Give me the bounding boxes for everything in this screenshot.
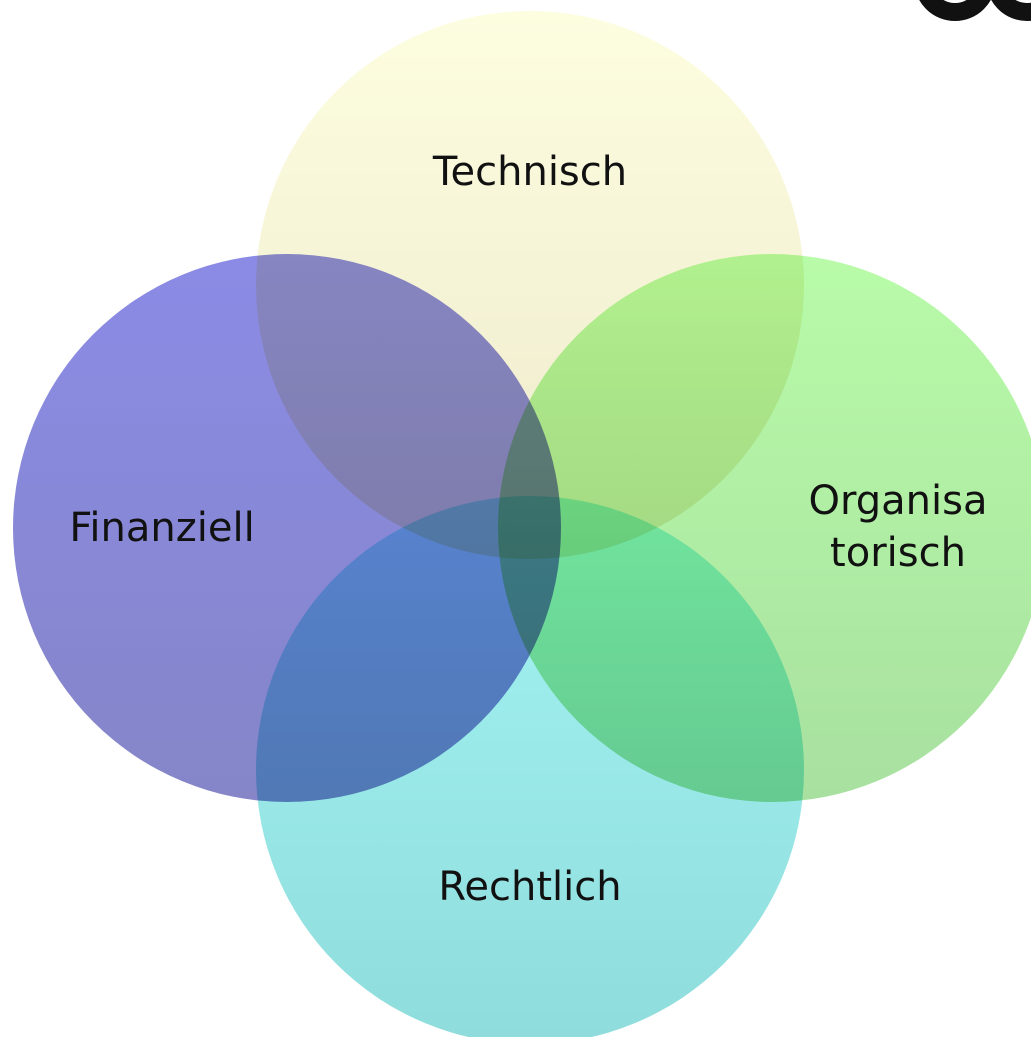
label-organisatorisch-line-1: Organisa — [809, 478, 988, 524]
label-rechtlich: Rechtlich — [438, 864, 621, 910]
label-organisatorisch-line-2: torisch — [830, 530, 966, 576]
logo-fragment-icon — [915, 0, 1031, 30]
label-technisch: Technisch — [432, 149, 627, 195]
label-finanziell: Finanziell — [69, 505, 254, 551]
circle-rechtlich — [256, 496, 804, 1037]
